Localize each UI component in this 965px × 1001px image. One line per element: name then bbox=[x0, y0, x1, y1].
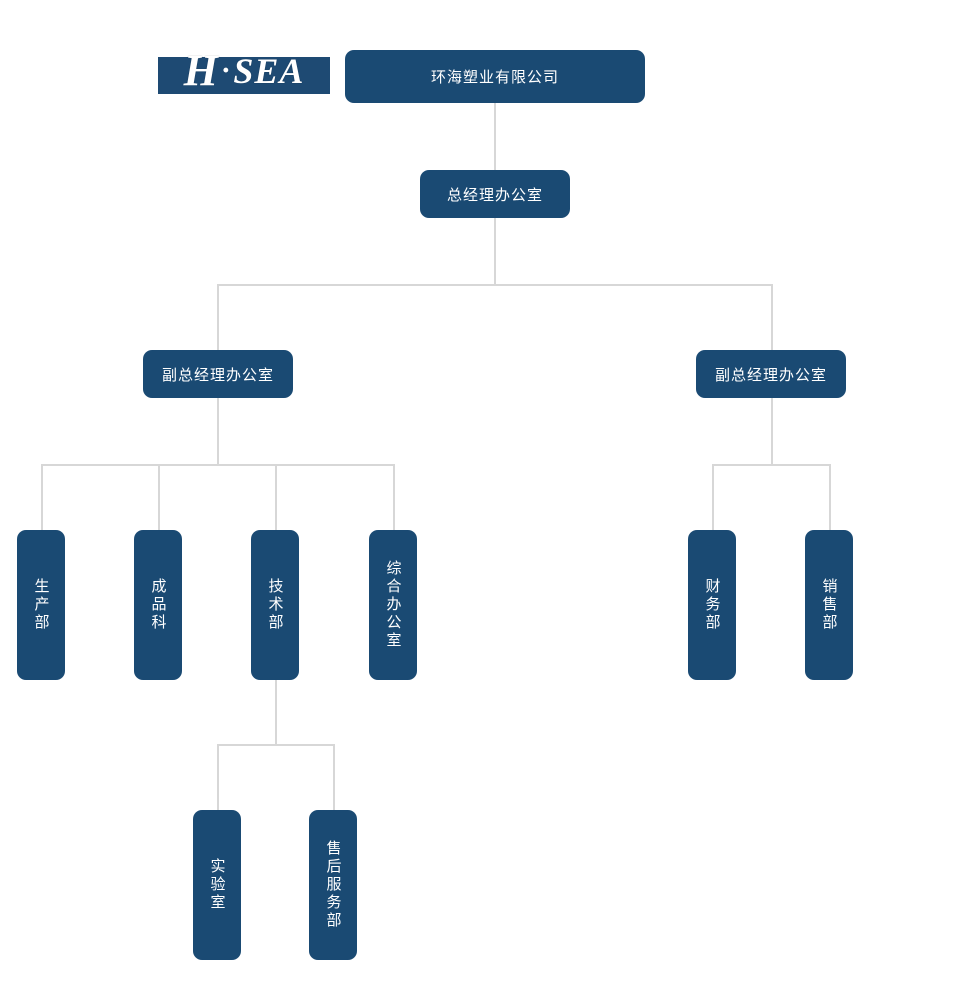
node-general-manager-office-label: 总经理办公室 bbox=[446, 186, 543, 204]
connector-drop-sales bbox=[829, 464, 831, 530]
connector-drop-technology bbox=[275, 464, 277, 530]
connector-drop-vp-left bbox=[217, 284, 219, 350]
node-production-department-label: 生产部 bbox=[32, 578, 50, 632]
node-after-sales-service-department-label: 售后服务部 bbox=[324, 840, 342, 930]
logo-plate bbox=[158, 57, 330, 94]
node-deputy-general-manager-office-right[interactable]: 副总经理办公室 bbox=[696, 350, 846, 398]
node-finished-goods-section[interactable]: 成品科 bbox=[134, 530, 182, 680]
logo-initial-letter: H bbox=[183, 46, 219, 95]
connector-vp-right-stem bbox=[771, 398, 773, 464]
node-laboratory-label: 实验室 bbox=[208, 858, 226, 912]
connector-drop-production bbox=[41, 464, 43, 530]
connector-drop-general-office bbox=[393, 464, 395, 530]
node-finance-department[interactable]: 财务部 bbox=[688, 530, 736, 680]
connector-drop-vp-right bbox=[771, 284, 773, 350]
node-finance-department-label: 财务部 bbox=[703, 578, 721, 632]
node-technology-department[interactable]: 技术部 bbox=[251, 530, 299, 680]
node-technology-department-label: 技术部 bbox=[266, 578, 284, 632]
node-deputy-general-manager-office-left[interactable]: 副总经理办公室 bbox=[143, 350, 293, 398]
connector-technology-stem bbox=[275, 680, 277, 744]
connector-right-department-bus bbox=[712, 464, 831, 466]
hsea-logo: H·SEA bbox=[158, 48, 330, 94]
node-production-department[interactable]: 生产部 bbox=[17, 530, 65, 680]
connector-drop-finished-goods bbox=[158, 464, 160, 530]
connector-vp-bus bbox=[217, 284, 773, 286]
node-company[interactable]: 环海塑业有限公司 bbox=[345, 50, 645, 103]
connector-gm-stem bbox=[494, 218, 496, 284]
connector-technology-sub-bus bbox=[217, 744, 335, 746]
logo-separator-dot: · bbox=[221, 54, 231, 87]
node-general-manager-office[interactable]: 总经理办公室 bbox=[420, 170, 570, 218]
node-general-office[interactable]: 综合办公室 bbox=[369, 530, 417, 680]
node-deputy-left-label: 副总经理办公室 bbox=[161, 366, 274, 384]
connector-vp-left-stem bbox=[217, 398, 219, 464]
node-sales-department[interactable]: 销售部 bbox=[805, 530, 853, 680]
connector-drop-after-sales bbox=[333, 744, 335, 810]
node-deputy-right-label: 副总经理办公室 bbox=[714, 366, 827, 384]
connector-company-to-gm bbox=[494, 103, 496, 170]
node-after-sales-service-department[interactable]: 售后服务部 bbox=[309, 810, 357, 960]
logo-name-text: SEA bbox=[233, 51, 305, 91]
node-general-office-label: 综合办公室 bbox=[384, 560, 402, 650]
connector-left-department-bus bbox=[41, 464, 395, 466]
logo-wordmark: H·SEA bbox=[158, 48, 330, 94]
connector-drop-laboratory bbox=[217, 744, 219, 810]
node-company-label: 环海塑业有限公司 bbox=[430, 69, 559, 86]
node-sales-department-label: 销售部 bbox=[820, 578, 838, 632]
connector-drop-finance bbox=[712, 464, 714, 530]
node-finished-goods-section-label: 成品科 bbox=[149, 578, 167, 632]
node-laboratory[interactable]: 实验室 bbox=[193, 810, 241, 960]
